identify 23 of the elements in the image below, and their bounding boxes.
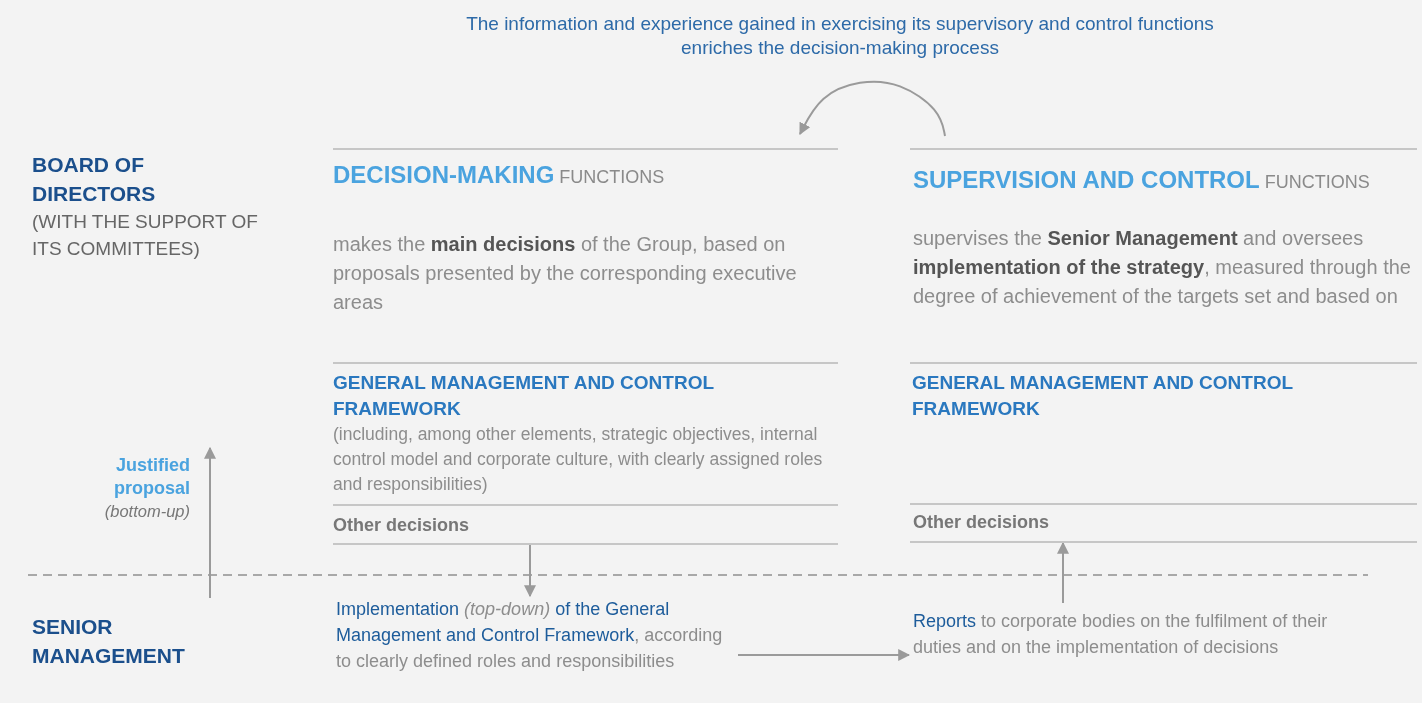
section-description: supervises the Senior Management and oversees implementation of the strategy, measured through the degree of achievement of the targets set and based on [913, 226, 1412, 309]
board-heading: BOARD OF DIRECTORS [32, 152, 157, 207]
proposal-label: Justified proposal [113, 454, 190, 500]
management-heading: SENIOR MANAGEMENT [32, 614, 186, 669]
section-heading: SUPERVISION AND CONTROL FUNCTIONS [913, 165, 1371, 195]
arrow [524, 544, 536, 598]
framework-heading: GENERAL MANAGEMENT AND CONTROL FRAMEWORK [912, 371, 1294, 421]
framework-heading: GENERAL MANAGEMENT AND CONTROL FRAMEWORK [333, 371, 715, 421]
framework-description: (including, among other elements, strategic objectives, internal control model and corporate culture, with clearly assigned roles and responsibilities) [333, 423, 824, 496]
direction-note: (bottom-up) [103, 501, 190, 522]
implementation-text: Implementation (top-down) of the General Management and Control Framework, according to clearly defined roles and responsibilities [336, 598, 724, 673]
reports-text: Reports to corporate bodies on the fulfilment of their duties and on the implementation of decisions [913, 610, 1329, 659]
section-heading: DECISION-MAKING FUNCTIONS [333, 160, 666, 190]
section-panel [910, 503, 1417, 543]
board-subtitle: (WITH THE SUPPORT OF ITS COMMITTEES) [32, 210, 259, 261]
section-panel [333, 504, 838, 545]
arrow [1057, 541, 1069, 604]
arrow [737, 649, 911, 661]
section-description: makes the main decisions of the Group, based on proposals presented by the corresponding executive areas [333, 232, 798, 315]
section-label: Other decisions [913, 511, 1051, 534]
section-label: Other decisions [333, 514, 471, 537]
annotation-note: The information and experience gained in exercising its supervisory and control functions enriches the decision-making process [465, 12, 1215, 60]
arrow [799, 80, 946, 137]
